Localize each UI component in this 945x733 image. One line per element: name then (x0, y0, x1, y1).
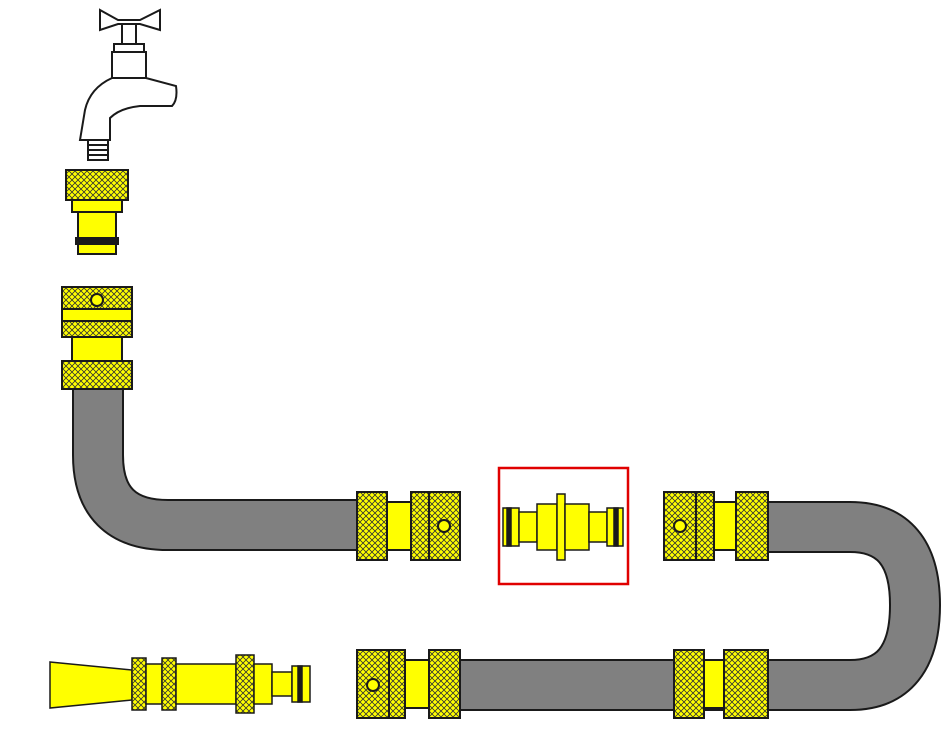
hose-lower (455, 501, 942, 711)
spray-nozzle-icon (49, 654, 311, 714)
hose-connector-icon (673, 649, 769, 719)
hose-connector-icon (356, 491, 461, 561)
hose-connector-icon (356, 649, 461, 719)
hose-upper (72, 390, 362, 551)
tap-connector-icon (65, 169, 129, 255)
tap-icon (78, 8, 178, 161)
highlight-box (497, 466, 630, 586)
double-male-adapter-icon[interactable] (502, 493, 624, 561)
hose-connector-icon (663, 491, 769, 561)
hose-connector-icon (61, 286, 133, 390)
